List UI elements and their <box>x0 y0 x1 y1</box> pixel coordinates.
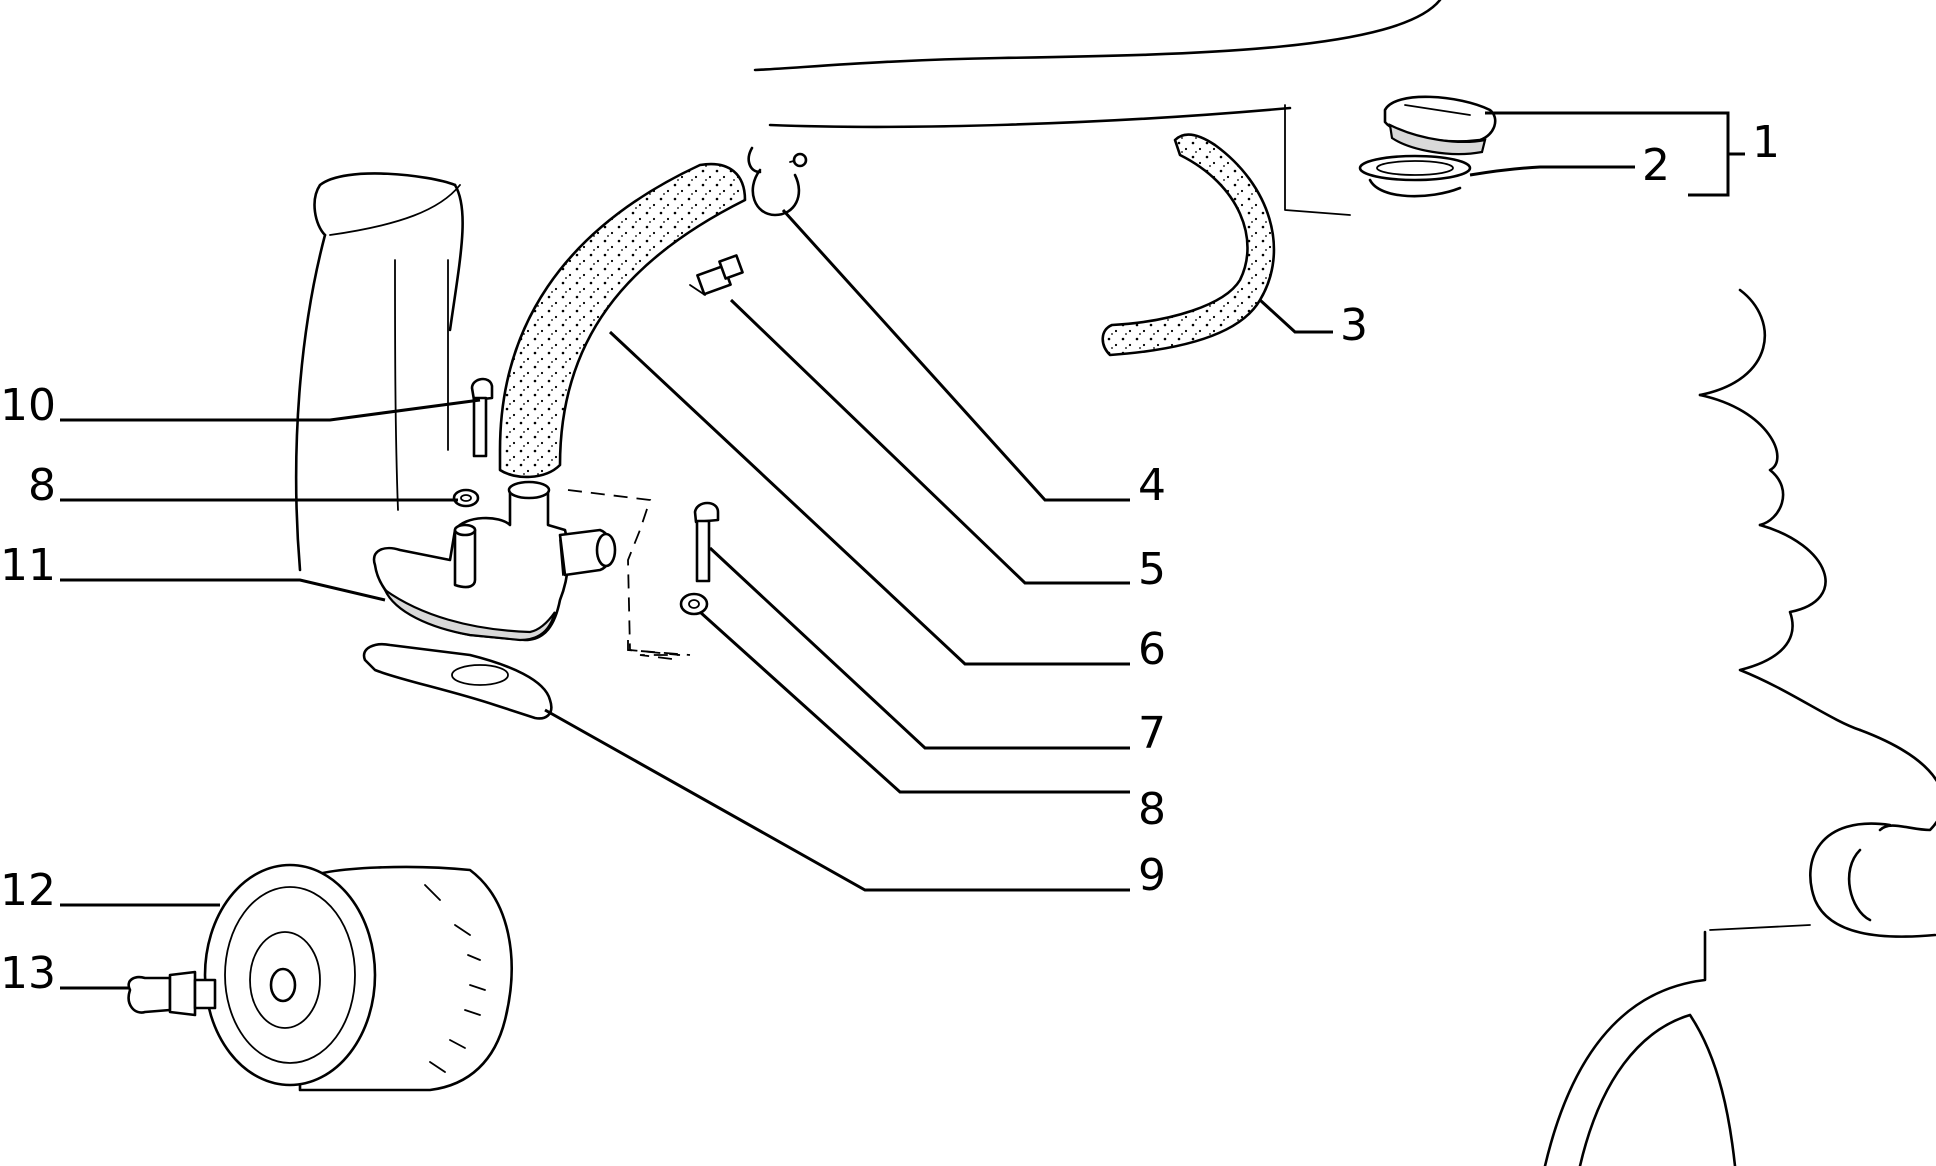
breather-hose-small <box>1101 133 1276 357</box>
pressure-sensor <box>689 254 744 296</box>
callout-3: 3 <box>1340 300 1368 351</box>
oil-filler-cap <box>1383 95 1497 156</box>
callout-9: 9 <box>1138 850 1166 901</box>
engine-housing-left <box>294 172 464 572</box>
filler-cap-seal <box>1358 154 1472 198</box>
callout-12: 12 <box>0 865 56 916</box>
callout-8-right: 8 <box>1138 784 1166 835</box>
callout-11: 11 <box>0 540 56 591</box>
callout-4: 4 <box>1138 460 1166 511</box>
callout-6: 6 <box>1138 624 1166 675</box>
washer-right <box>679 592 709 616</box>
washer-left <box>452 488 480 508</box>
breather-hose-main <box>498 162 747 479</box>
callout-1: 1 <box>1752 117 1780 168</box>
leader-lines <box>60 111 1745 990</box>
mounting-guide-dashed-2 <box>627 640 691 656</box>
callout-2: 2 <box>1642 140 1670 191</box>
callout-13: 13 <box>0 948 56 999</box>
callout-5: 5 <box>1138 544 1166 595</box>
oil-filter <box>203 863 513 1092</box>
callout-10: 10 <box>0 380 56 431</box>
hose-clamp <box>747 146 808 217</box>
callout-8-left: 8 <box>28 460 56 511</box>
bolt-right <box>693 501 720 583</box>
bolt-upper-left <box>470 377 494 458</box>
filter-nipple <box>127 970 217 1017</box>
housing-gasket <box>362 642 553 720</box>
breather-housing <box>372 480 617 642</box>
mounting-guide-dashed <box>567 489 681 661</box>
engine-block-outline <box>753 0 1936 1166</box>
callout-7: 7 <box>1138 708 1166 759</box>
